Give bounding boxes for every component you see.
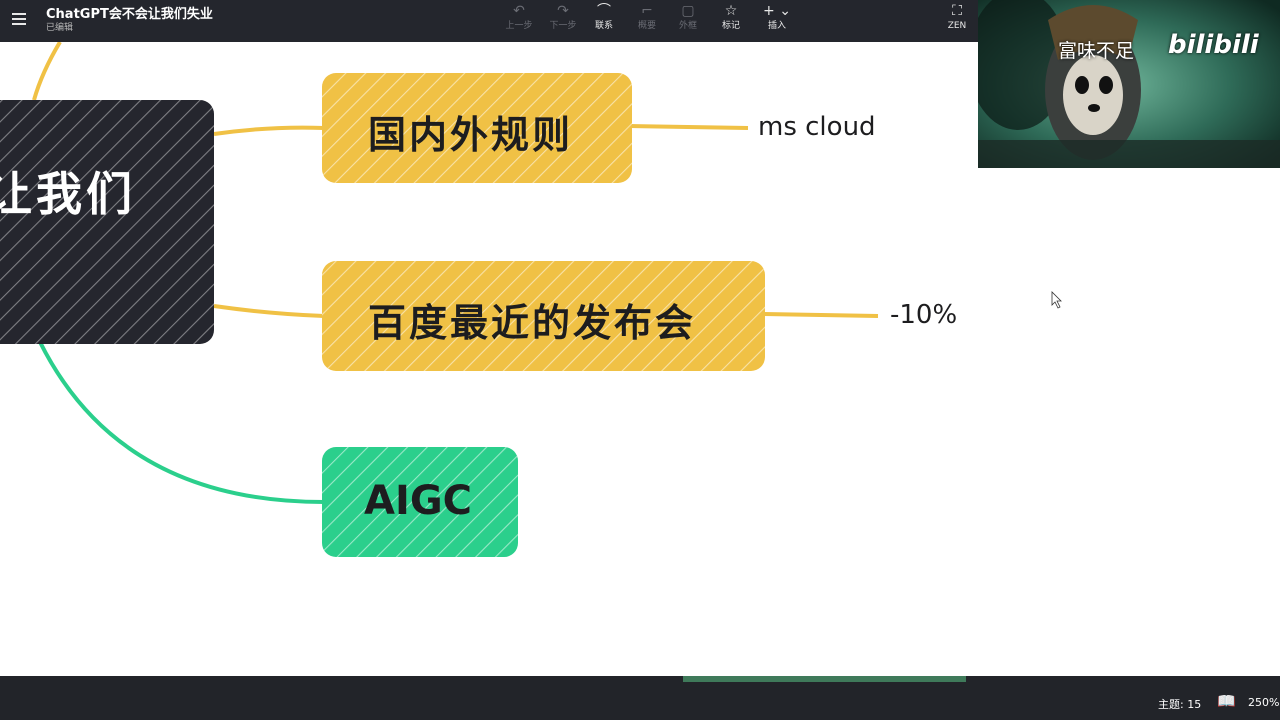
video-watermark-text: 富味不足 — [1058, 40, 1135, 62]
link-icon: ⌒ — [597, 3, 611, 19]
mindmap-graphics — [0, 42, 1062, 557]
hamburger-menu-icon[interactable] — [8, 8, 30, 30]
connector-root-top — [32, 42, 62, 101]
topic-count: 主题: 15 — [1158, 698, 1202, 711]
outer-frame-button[interactable]: ▢ 外框 — [665, 3, 711, 37]
node-3-text[interactable]: AIGC — [364, 478, 473, 524]
node-1-text[interactable]: 国内外规则 — [368, 113, 574, 157]
node-2-text[interactable]: 百度最近的发布会 — [368, 301, 697, 345]
insert-button[interactable]: + ⌄ 插入 — [754, 3, 800, 37]
node-2-note[interactable]: -10% — [890, 300, 958, 330]
scroll-indicator[interactable] — [683, 676, 966, 682]
connector-node1-note — [629, 124, 749, 130]
root-node-text[interactable]: 让我们 — [0, 167, 136, 221]
node-1-note[interactable]: ms cloud — [758, 112, 876, 142]
connector-node2-note — [763, 312, 879, 318]
outline-view-icon[interactable]: 📖 — [1217, 692, 1236, 710]
zoom-level[interactable]: 250% — [1248, 696, 1280, 709]
undo-icon: ↶ — [513, 3, 525, 19]
undo-button[interactable]: ↶ 上一步 — [496, 3, 542, 37]
star-icon: ☆ — [724, 3, 738, 19]
document-status: 已编辑 — [46, 23, 74, 33]
connector-root-node1 — [213, 125, 325, 136]
video-frame-image — [978, 0, 1280, 168]
link-button[interactable]: ⌒ 联系 — [581, 3, 627, 37]
plus-icon: + ⌄ — [763, 3, 791, 19]
summary-button[interactable]: ⌐ 概要 — [624, 3, 670, 37]
connector-root-node3 — [38, 341, 325, 504]
zen-mode-button[interactable]: ⛶ ZEN — [934, 3, 980, 37]
connector-root-node2 — [213, 304, 325, 318]
redo-icon: ↷ — [557, 3, 569, 19]
bottom-status-bar: 主题: 15 📖 250% — [0, 676, 1280, 720]
outer-frame-icon: ▢ — [681, 3, 695, 19]
bilibili-logo: bilibili — [1168, 30, 1259, 60]
video-overlay: 富味不足 bilibili — [978, 0, 1280, 168]
mark-button[interactable]: ☆ 标记 — [708, 3, 754, 37]
redo-button[interactable]: ↷ 下一步 — [540, 3, 586, 37]
mouse-cursor-icon — [1051, 291, 1062, 309]
fullscreen-icon: ⛶ — [952, 3, 962, 19]
summary-icon: ⌐ — [641, 3, 653, 19]
document-title[interactable]: ChatGPT会不会让我们失业 — [46, 7, 213, 22]
